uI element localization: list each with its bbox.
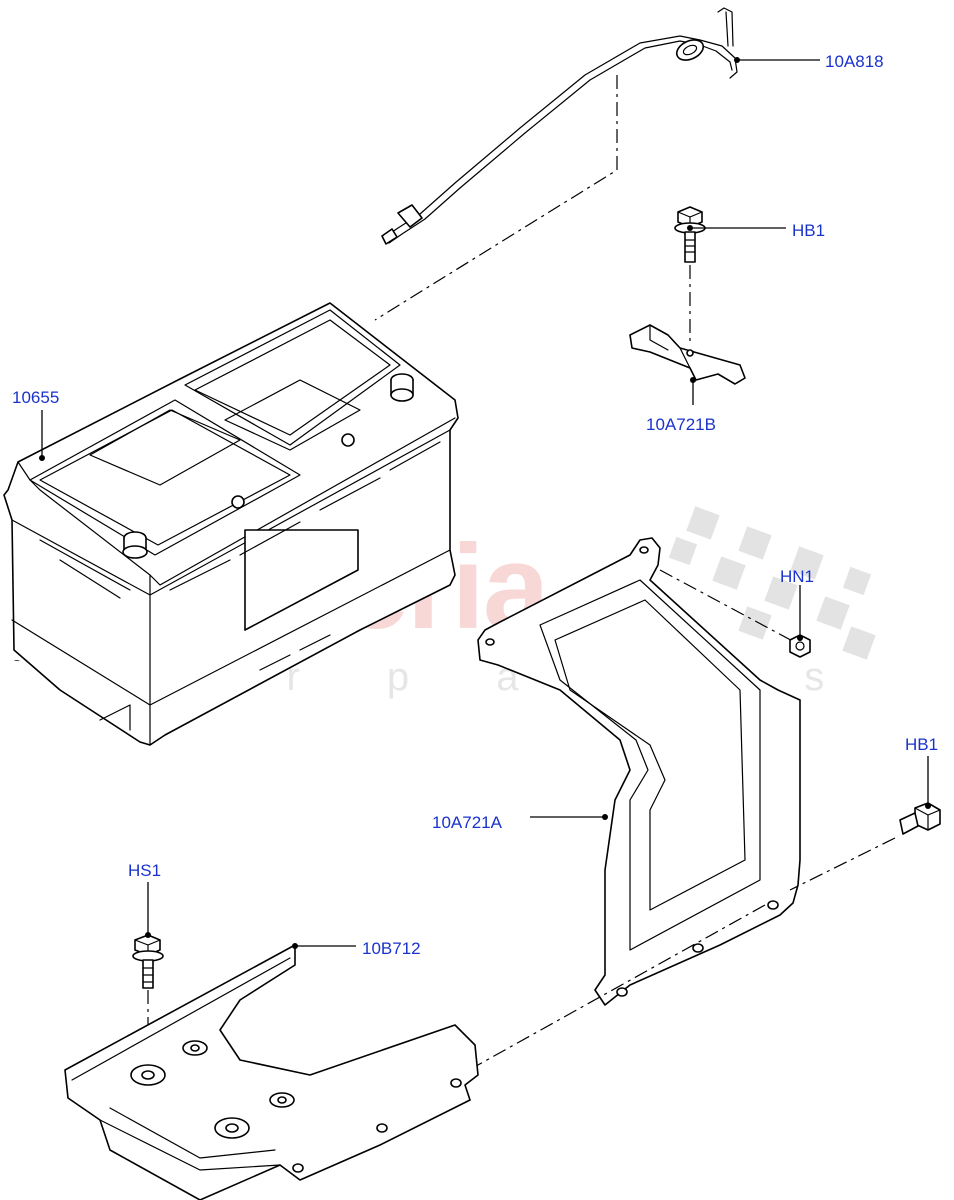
battery: ~ — [3, 302, 459, 746]
battery-clamp-bracket — [629, 324, 746, 385]
hold-down-bolt-right — [459, 802, 941, 1076]
clamp-bolt-top — [674, 206, 706, 345]
svg-text:~: ~ — [14, 656, 20, 667]
callout-10B712: 10B712 — [362, 939, 421, 958]
callout-10A818: 10A818 — [825, 52, 884, 71]
leader-lines — [39, 57, 931, 949]
callout-HS1: HS1 — [128, 861, 161, 880]
tray-screw — [132, 934, 164, 1075]
callout-HN1: HN1 — [780, 567, 814, 586]
battery-tray — [64, 944, 479, 1200]
callout-HB1-top: HB1 — [792, 221, 825, 240]
callout-labels: 10A818 HB1 10A721B 10655 HN1 HB1 10A721A… — [12, 52, 938, 958]
callout-10655: 10655 — [12, 388, 59, 407]
battery-vent-tube — [374, 7, 738, 321]
callout-10A721A: 10A721A — [432, 813, 503, 832]
callout-HB1-right: HB1 — [905, 735, 938, 754]
battery-hold-down-bracket — [477, 537, 801, 1006]
checkered-flag-icon — [668, 506, 876, 660]
callout-10A721B: 10A721B — [646, 415, 716, 434]
